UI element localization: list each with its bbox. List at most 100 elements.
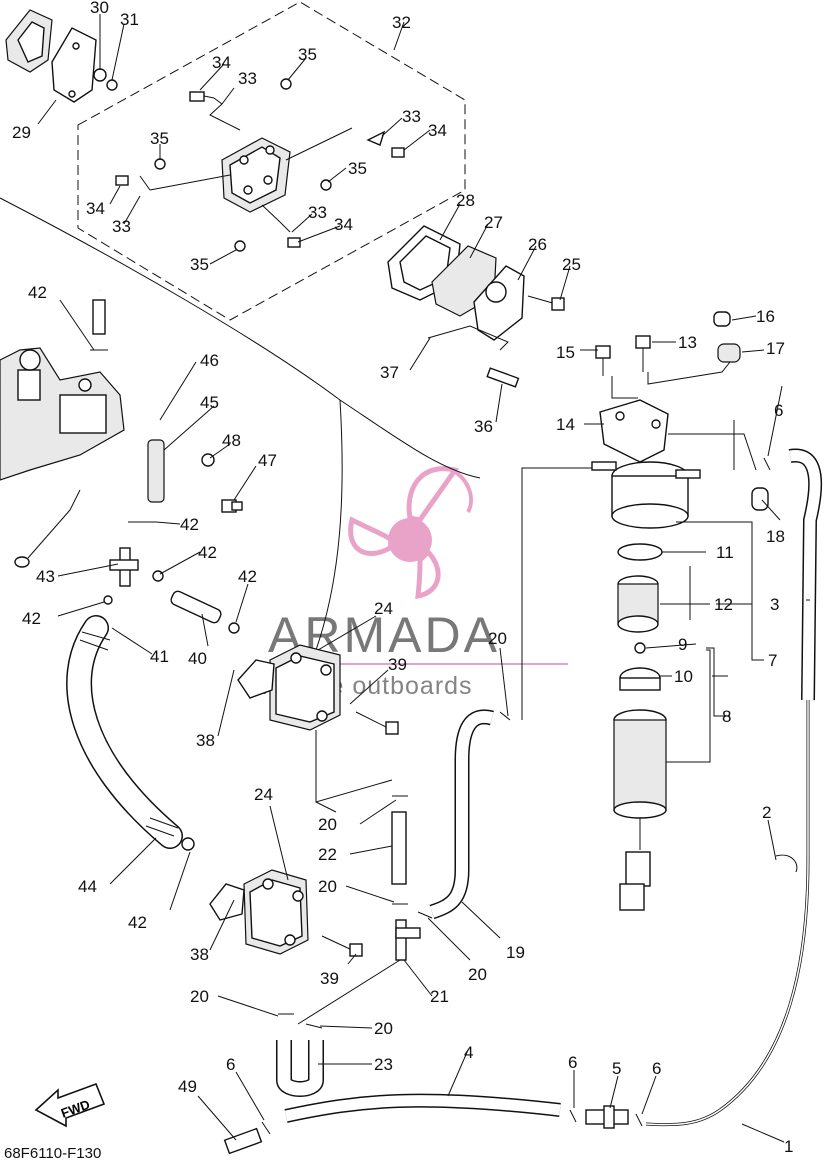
callout-24-a: 24 xyxy=(374,599,393,618)
callout-27: 27 xyxy=(484,213,503,232)
pin-part xyxy=(486,367,520,388)
callout-32: 32 xyxy=(392,13,411,32)
callout-21: 21 xyxy=(430,987,449,1006)
callout-33-d: 33 xyxy=(308,203,327,222)
callout-42-c: 42 xyxy=(198,543,217,562)
callout-22: 22 xyxy=(318,845,337,864)
leader-line xyxy=(149,97,353,223)
propeller-blade-icon xyxy=(348,516,395,556)
bolt-part xyxy=(355,711,399,735)
callout-8: 8 xyxy=(722,707,731,726)
leader-line xyxy=(706,647,730,717)
clip-part xyxy=(499,711,511,721)
callout-14: 14 xyxy=(556,415,575,434)
screw-part xyxy=(115,175,129,186)
valve-part xyxy=(279,221,291,233)
callout-45: 45 xyxy=(200,393,219,412)
water-sensor-part xyxy=(619,818,651,911)
propeller-hub-icon xyxy=(388,518,432,562)
callout-33-c: 33 xyxy=(112,217,131,236)
clip-part xyxy=(228,622,240,634)
washer-part xyxy=(280,78,292,90)
callout-7: 7 xyxy=(768,651,777,670)
o-ring-part xyxy=(201,453,215,467)
callout-15: 15 xyxy=(556,343,575,362)
callout-9: 9 xyxy=(678,635,687,654)
cowling-section-line xyxy=(315,399,343,651)
leader-line xyxy=(297,959,401,1025)
callout-leaders xyxy=(37,14,810,1143)
float-part xyxy=(619,667,661,691)
washer-part xyxy=(154,158,166,170)
joint-part xyxy=(223,1127,263,1155)
clip-part xyxy=(152,570,164,582)
hose-sleeve-part xyxy=(147,439,165,503)
elbow-part xyxy=(751,487,769,511)
callout-18: 18 xyxy=(766,527,785,546)
callout-labels: 30 31 29 32 34 33 35 35 33 34 35 34 33 3… xyxy=(12,0,793,1156)
callout-35-a: 35 xyxy=(298,45,317,64)
callout-20-b: 20 xyxy=(318,815,337,834)
callout-49: 49 xyxy=(178,1077,197,1096)
callout-42-a: 42 xyxy=(28,283,47,302)
o-ring-part xyxy=(617,543,663,561)
clamp-part xyxy=(775,854,798,873)
callout-40: 40 xyxy=(188,649,207,668)
callout-24-b: 24 xyxy=(254,785,273,804)
screw-part xyxy=(527,295,565,311)
fitting-part xyxy=(14,556,30,568)
bolt-part xyxy=(321,935,363,957)
callout-4: 4 xyxy=(464,1043,473,1062)
fuel-pump-body-part xyxy=(221,137,291,213)
propeller-swirl-icon xyxy=(450,468,473,514)
leader-line xyxy=(676,521,764,661)
diagram-code: 68F6110-F130 xyxy=(4,1145,101,1160)
leader-line xyxy=(666,566,728,763)
callout-26: 26 xyxy=(528,235,547,254)
callout-20-f: 20 xyxy=(374,1019,393,1038)
clip-part xyxy=(635,1113,643,1127)
callout-36: 36 xyxy=(474,417,493,436)
callout-23: 23 xyxy=(374,1055,393,1074)
hose-part xyxy=(391,811,407,885)
valve-part xyxy=(366,130,386,146)
plug-part xyxy=(221,499,243,513)
callout-42-d: 42 xyxy=(22,609,41,628)
callout-34-d: 34 xyxy=(334,215,353,234)
leader-line xyxy=(27,489,81,559)
screw-part xyxy=(391,147,405,158)
pump-body-part xyxy=(473,265,525,341)
t-joint-part xyxy=(109,547,139,587)
clip-part xyxy=(261,1121,271,1135)
callout-28: 28 xyxy=(456,191,475,210)
callout-42-e: 42 xyxy=(238,567,257,586)
callout-6-d: 6 xyxy=(774,401,783,420)
o-ring-part xyxy=(634,642,646,654)
fuel-pump-kit-group-outline xyxy=(77,1,466,321)
callout-2: 2 xyxy=(762,803,771,822)
valve-part xyxy=(221,87,235,105)
callout-19: 19 xyxy=(506,943,525,962)
hose-end-part xyxy=(92,299,106,335)
leader-line xyxy=(427,325,509,351)
callout-33-b: 33 xyxy=(402,107,421,126)
propeller-blade-icon xyxy=(415,548,441,600)
leader-line xyxy=(315,730,393,813)
callout-46: 46 xyxy=(200,351,219,370)
connector-part xyxy=(585,1105,629,1129)
callout-38-b: 38 xyxy=(190,945,209,964)
propeller-blade-icon xyxy=(406,466,460,523)
callout-35-b: 35 xyxy=(150,129,169,148)
pump-cover-part xyxy=(5,9,53,73)
grommet-part xyxy=(717,343,741,363)
leader-line xyxy=(611,361,757,471)
valve-part xyxy=(139,175,151,191)
callout-20-a: 20 xyxy=(488,629,507,648)
callout-48: 48 xyxy=(222,431,241,450)
bolt-part xyxy=(595,345,611,376)
spring-part xyxy=(106,79,118,91)
callout-16: 16 xyxy=(756,307,775,326)
callout-29: 29 xyxy=(12,123,31,142)
